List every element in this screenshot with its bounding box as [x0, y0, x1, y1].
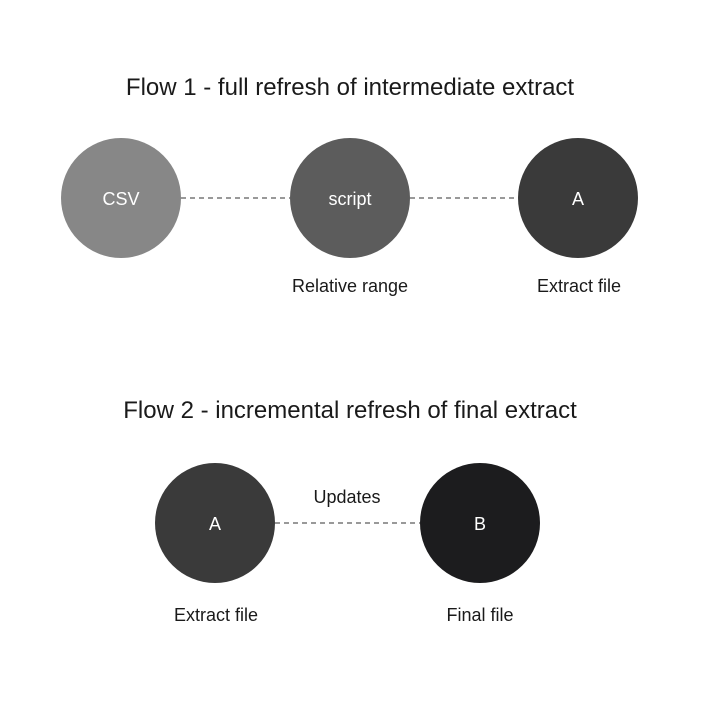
flow1-node-a-caption: Extract file [537, 276, 621, 296]
flow2-node-b [420, 463, 540, 583]
flow1-node-a-label: A [572, 189, 584, 209]
flow1-node-csv-label: CSV [102, 189, 139, 209]
flow2-title: Flow 2 - incremental refresh of final ex… [123, 397, 577, 424]
flow2-node-a-caption: Extract file [174, 605, 258, 625]
flow1-node-csv [61, 138, 181, 258]
flow1-title: Flow 1 - full refresh of intermediate ex… [126, 74, 575, 101]
flow1-node-script [290, 138, 410, 258]
flow2-node-a-label: A [209, 514, 221, 534]
flow2-node-b-label: B [474, 514, 486, 534]
flow1-node-a [518, 138, 638, 258]
flow2-edge-label: Updates [313, 487, 380, 507]
flow2-node-a [155, 463, 275, 583]
flow1-node-script-label: script [328, 189, 371, 209]
flow2-node-b-caption: Final file [446, 605, 513, 625]
flow1-node-script-caption: Relative range [292, 276, 408, 296]
